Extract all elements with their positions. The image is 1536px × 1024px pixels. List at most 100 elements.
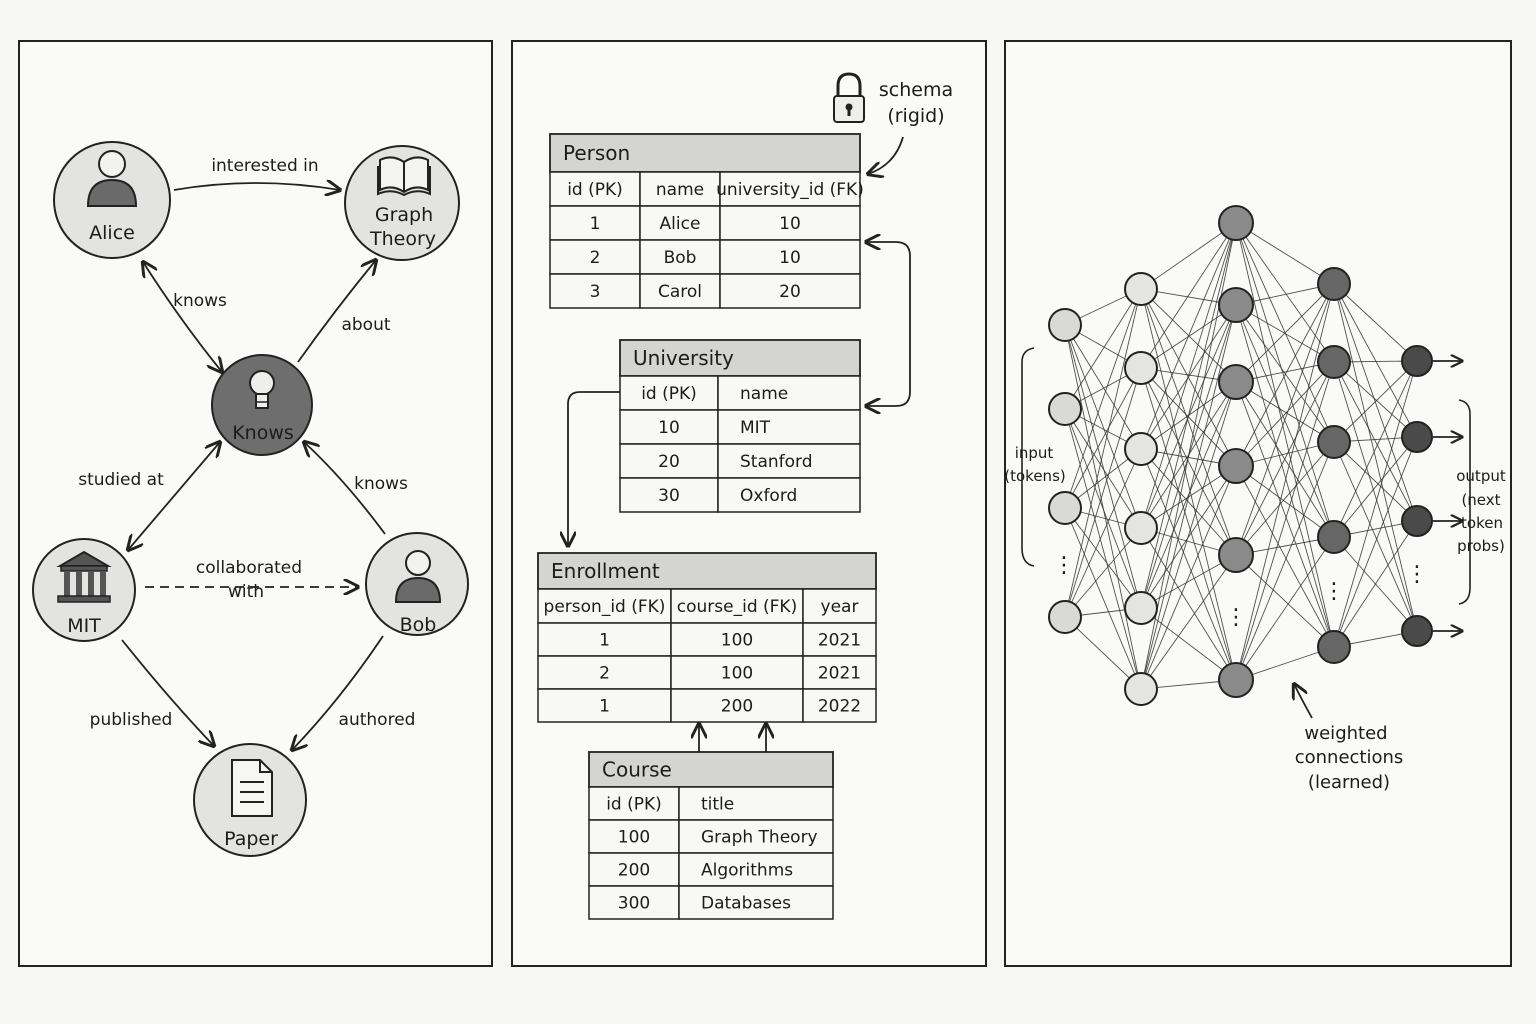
- network-connection: [1235, 381, 1335, 538]
- table-cell: [719, 273, 861, 309]
- table-row: 300 Databases: [588, 885, 834, 920]
- table-cell: [670, 655, 804, 690]
- output-bracket: [1458, 399, 1471, 605]
- input-tokens-label: (tokens): [1004, 467, 1065, 485]
- network-connection: [1235, 283, 1335, 556]
- column-header: year: [821, 597, 859, 617]
- network-connection: [1333, 361, 1418, 438]
- edge-label-published: published: [90, 710, 173, 730]
- network-connection: [1333, 361, 1418, 522]
- network-connection: [1140, 222, 1237, 290]
- network-connection: [1333, 520, 1418, 648]
- network-connection: [1064, 408, 1142, 609]
- open-book-icon: [377, 156, 431, 197]
- network-connection: [1333, 360, 1418, 538]
- neuron: [1317, 425, 1351, 459]
- network-connection: [1333, 283, 1418, 632]
- hidden2-ellipsis: ⋮: [1323, 579, 1345, 604]
- network-connection: [1140, 465, 1237, 690]
- document-icon: [231, 759, 273, 817]
- table-cell: [549, 205, 641, 241]
- table-cell-value: 30: [658, 486, 680, 506]
- neuron: [1048, 392, 1082, 426]
- column-header: id (PK): [567, 180, 623, 200]
- table-cell-value: 2022: [818, 697, 861, 717]
- network-connection: [1235, 361, 1335, 681]
- network-connection: [1140, 527, 1237, 681]
- table-cell-value: 1: [599, 631, 610, 651]
- network-connection: [1064, 507, 1142, 609]
- table-cell: [802, 622, 877, 657]
- neuron: [1048, 491, 1082, 525]
- network-connection: [1333, 283, 1418, 522]
- node-label-knows: Knows: [232, 422, 294, 444]
- person-icon: [86, 150, 138, 207]
- table-cell-value: 10: [779, 248, 801, 268]
- output-token-label: token: [1461, 514, 1503, 532]
- edge-interested-in: [173, 183, 340, 190]
- neuron: [1048, 600, 1082, 634]
- neuron: [1317, 630, 1351, 664]
- neuron: [1218, 287, 1254, 323]
- table-title: Enrollment: [551, 559, 660, 583]
- network-connection: [1333, 360, 1418, 648]
- neural-network-panel: ⋮ ⋮ ⋮ ⋮ input (tokens) output (next toke…: [1004, 40, 1512, 967]
- network-connection: [1235, 554, 1335, 648]
- hidden-ellipsis: ⋮: [1225, 605, 1247, 630]
- network-connection: [1064, 288, 1142, 509]
- weights-learned-label: (learned): [1308, 772, 1390, 793]
- neuron: [1218, 662, 1254, 698]
- fk-university-link: [866, 242, 911, 406]
- table-title-bar: [549, 133, 861, 173]
- network-connection: [1333, 436, 1418, 648]
- edge-published: [121, 639, 214, 746]
- network-panel-frame: [1004, 40, 1512, 967]
- fk-enrollment-person-link: [568, 391, 620, 546]
- edge-label-interested-in: interested in: [211, 156, 318, 176]
- column-header: name: [740, 384, 788, 404]
- institution-icon: [56, 550, 112, 603]
- schema-rigid-label: (rigid): [887, 105, 944, 127]
- table-cell-value: 2021: [818, 631, 861, 651]
- network-connection: [1140, 448, 1237, 681]
- network-connection: [1140, 554, 1237, 690]
- network-connection: [1140, 367, 1237, 556]
- table-header-cell: [549, 171, 641, 207]
- edge-label-collaborated: collaborated: [196, 558, 302, 578]
- person-icon: [394, 550, 442, 603]
- neuron: [1401, 505, 1433, 537]
- network-connection: [1140, 304, 1237, 690]
- network-connection: [1235, 304, 1335, 538]
- table-cell-value: 300: [618, 894, 650, 914]
- table-cell-value: Databases: [701, 894, 791, 914]
- node-bob: Bob: [365, 532, 469, 636]
- padlock-icon: [833, 72, 865, 123]
- network-connection: [1235, 222, 1335, 363]
- lightbulb-icon: [249, 370, 275, 409]
- edge-label-knows-bottom: knows: [354, 474, 408, 494]
- table-cell: [537, 688, 672, 723]
- column-header: name: [656, 180, 704, 200]
- table-cell-value: 20: [779, 282, 801, 302]
- edge-label-knows-top: knows: [173, 291, 227, 311]
- table-cell: [717, 409, 861, 445]
- table-cell: [588, 852, 680, 887]
- table-cell: [537, 622, 672, 657]
- output-label: output: [1456, 467, 1506, 485]
- network-connection: [1235, 381, 1335, 443]
- table-header-cell: [678, 786, 834, 821]
- edge-knows-top: [143, 262, 222, 372]
- network-connection: [1064, 408, 1142, 529]
- network-connection: [1064, 616, 1142, 690]
- neuron: [1218, 364, 1254, 400]
- table-cell-value: 200: [721, 697, 753, 717]
- node-graph-theory: Graph Theory: [344, 145, 460, 261]
- table-cell: [717, 477, 861, 513]
- input-ellipsis: ⋮: [1053, 553, 1075, 578]
